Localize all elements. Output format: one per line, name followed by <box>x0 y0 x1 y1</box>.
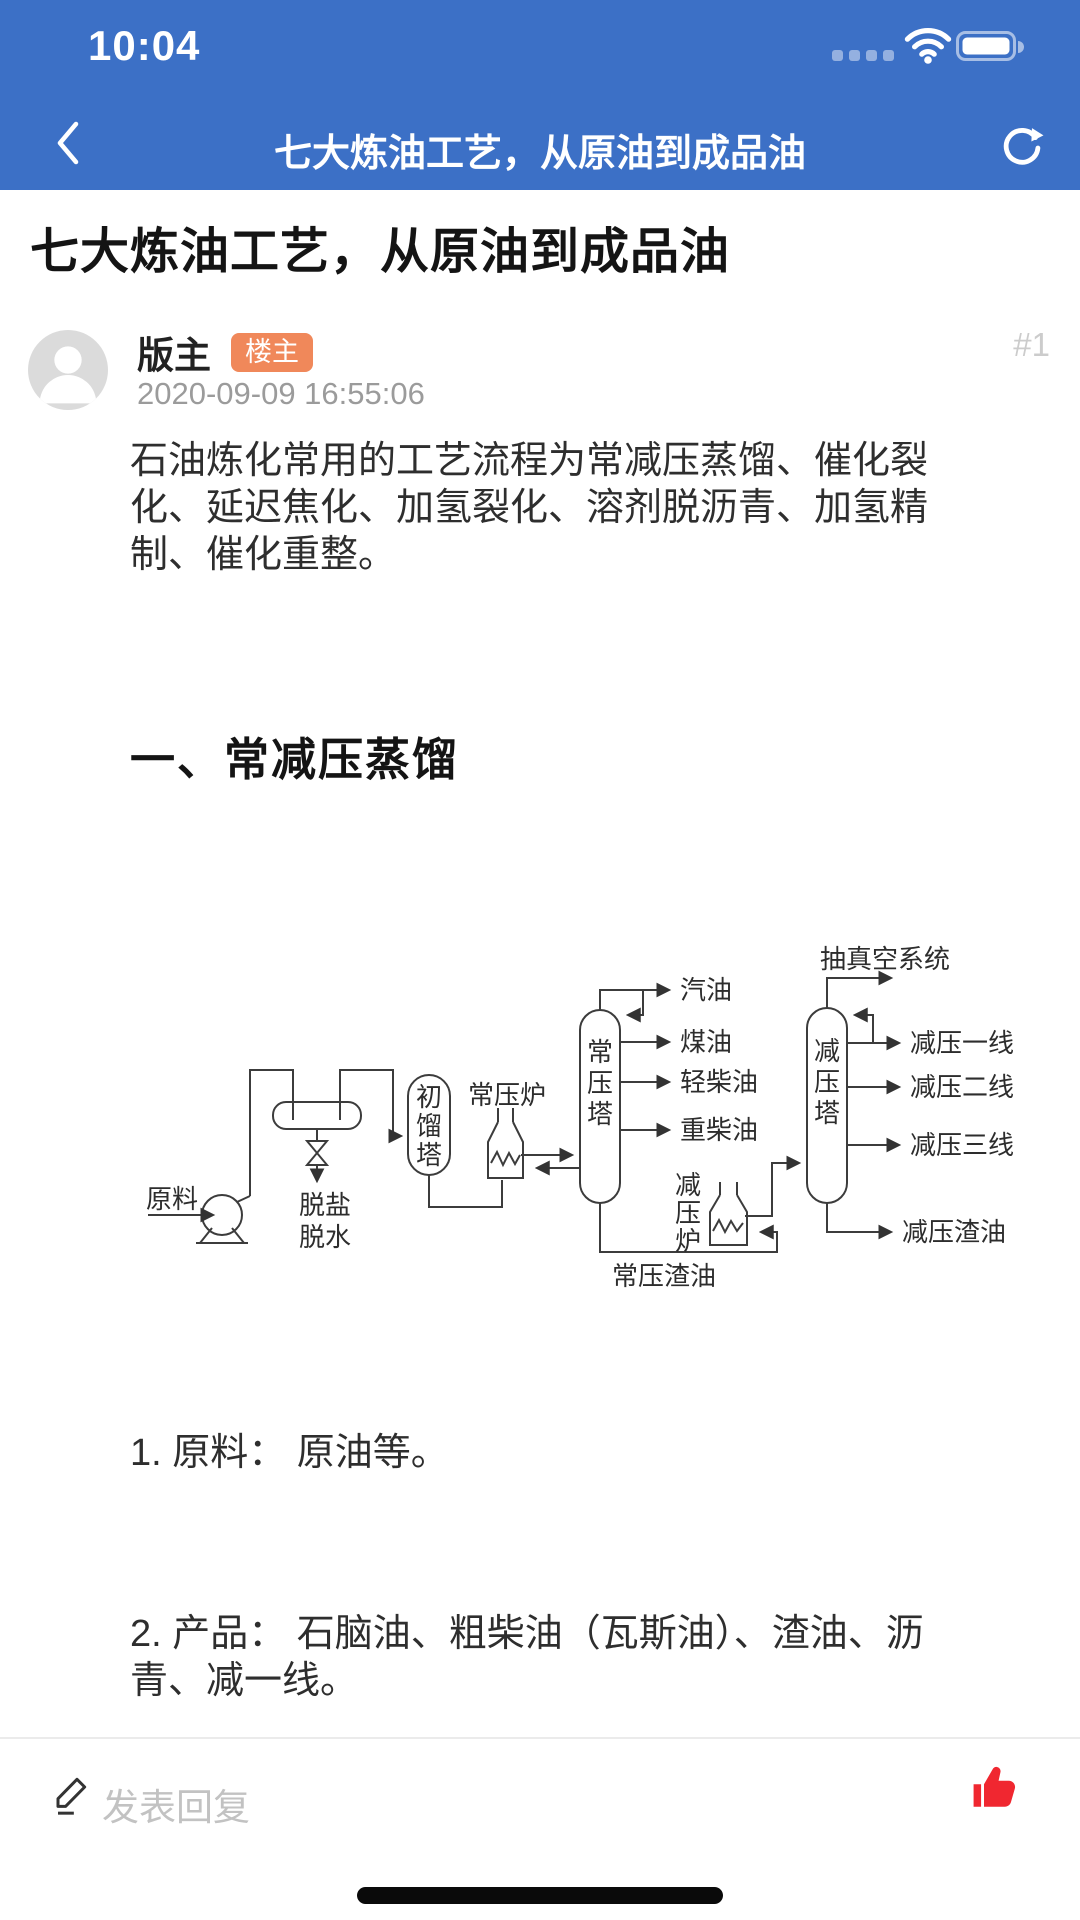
reply-input[interactable]: 发表回复 <box>102 1787 250 1828</box>
post-title: 七大炼油工艺，从原油到成品油 <box>30 225 731 279</box>
post-date: 2020-09-09 16:55:06 <box>137 376 425 411</box>
label-vac-tower: 减压塔 <box>814 1037 840 1128</box>
label-heavy-diesel: 重柴油 <box>680 1116 758 1145</box>
label-vac-line2: 减压二线 <box>910 1073 1014 1102</box>
post-point-2: 2. 产品： 石脑油、粗柴油（瓦斯油）、渣油、沥 青、减一线。 <box>130 1613 924 1702</box>
process-flow-diagram[interactable]: 原料 脱盐 脱水 初馏塔 常压炉 常压塔 汽油 煤油 轻柴油 重柴油 常压渣油 … <box>100 930 1020 1330</box>
back-button[interactable] <box>40 114 96 172</box>
label-vac-line1: 减压一线 <box>910 1029 1014 1058</box>
post-point-1: 1. 原料： 原油等。 <box>130 1432 449 1474</box>
label-atm-furnace: 常压炉 <box>468 1081 546 1110</box>
home-indicator[interactable] <box>357 1887 723 1904</box>
label-vac-line3: 减压三线 <box>910 1131 1014 1160</box>
diagram-lines <box>148 970 902 1253</box>
label-feed: 原料 <box>146 1185 198 1214</box>
avatar[interactable] <box>28 330 108 410</box>
diagram-labels: 原料 脱盐 脱水 初馏塔 常压炉 常压塔 汽油 煤油 轻柴油 重柴油 常压渣油 … <box>146 945 1014 1291</box>
label-kerosene: 煤油 <box>680 1028 732 1057</box>
label-desalt-line1: 脱盐 <box>299 1191 351 1220</box>
header: 10:04 七大炼油工艺，从原油到成品油 <box>0 0 1080 190</box>
pencil-icon <box>56 1777 87 1815</box>
battery-icon <box>956 31 1024 61</box>
nav-title: 七大炼油工艺，从原油到成品油 <box>273 133 806 175</box>
signal-dots-icon <box>832 50 894 61</box>
thumbs-up-icon[interactable] <box>969 1763 1019 1813</box>
refresh-icon <box>1003 128 1044 165</box>
label-atm-residue: 常压渣油 <box>612 1262 716 1291</box>
section-heading: 一、常减压蒸馏 <box>130 734 460 785</box>
author-name[interactable]: 版主 <box>137 335 211 376</box>
label-vac-residue: 减压渣油 <box>902 1218 1006 1247</box>
post-body: 石油炼化常用的工艺流程为常减压蒸馏、催化裂 化、延迟焦化、加氢裂化、溶剂脱沥青、… <box>130 440 929 576</box>
label-vacuum-system: 抽真空系统 <box>820 945 950 974</box>
status-time: 10:04 <box>88 22 201 69</box>
op-badge: 楼主 <box>231 333 313 372</box>
chevron-left-icon <box>57 121 79 165</box>
label-vac-furnace: 减压炉 <box>675 1171 701 1256</box>
refresh-button[interactable] <box>996 122 1048 174</box>
user-icon <box>39 346 97 404</box>
wifi-icon <box>904 28 952 64</box>
label-gasoline: 汽油 <box>680 976 732 1005</box>
label-atm-tower: 常压塔 <box>587 1038 613 1129</box>
floor-number: #1 <box>1013 326 1050 363</box>
label-light-diesel: 轻柴油 <box>680 1068 758 1097</box>
label-desalt-line2: 脱水 <box>299 1223 351 1252</box>
label-initial-tower: 初馏塔 <box>416 1083 442 1170</box>
